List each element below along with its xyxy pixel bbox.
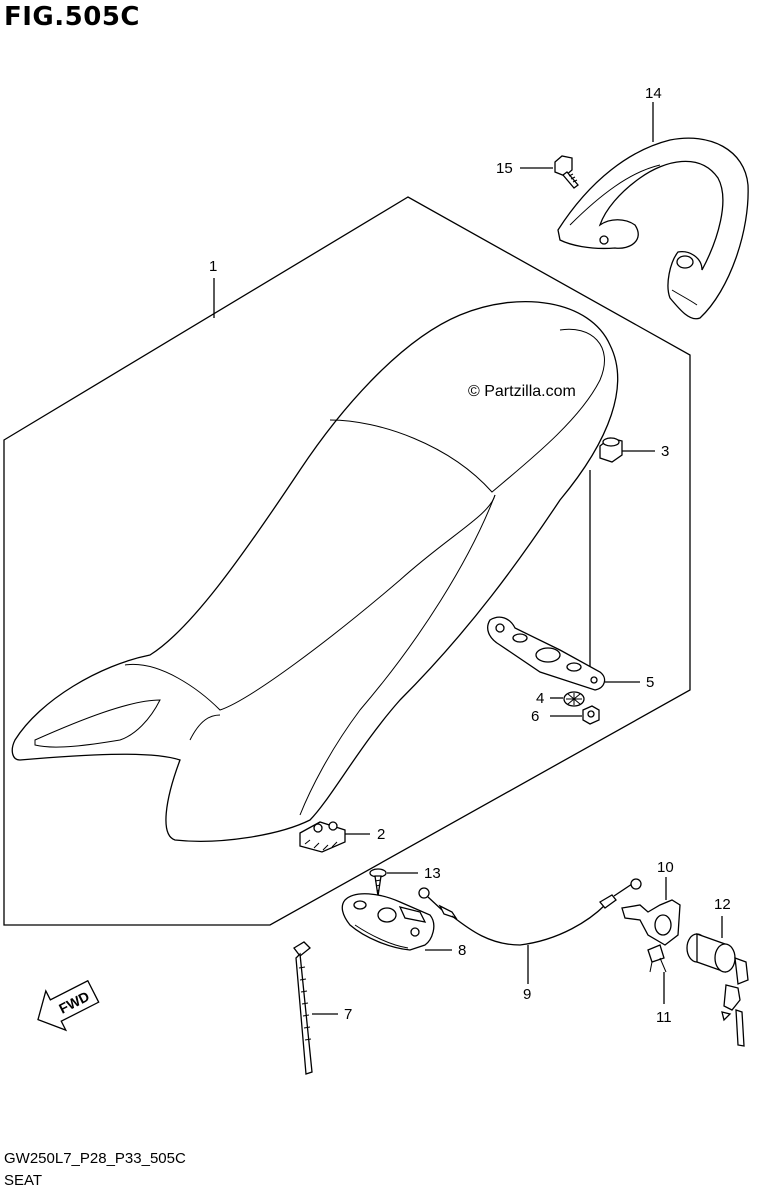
callout-15: 15	[496, 160, 513, 177]
lock-bracket-part	[621, 899, 681, 946]
callout-5: 5	[646, 674, 654, 691]
callout-14: 14	[645, 85, 662, 102]
figure-title: FIG.505C	[4, 2, 141, 32]
lock-cable-part	[418, 878, 642, 946]
watermark: © Partzilla.com	[468, 383, 576, 400]
callout-8: 8	[458, 942, 466, 959]
diagram-name: SEAT	[4, 1172, 43, 1189]
grab-rail-part	[557, 137, 749, 320]
hook-plate-part	[487, 616, 606, 691]
latch-part	[341, 893, 435, 951]
washer-part	[563, 691, 585, 707]
callout-3: 3	[661, 443, 669, 460]
callout-10: 10	[657, 859, 674, 876]
callout-11: 11	[656, 1009, 672, 1026]
lock-keys-part	[686, 933, 749, 1047]
clip-part	[647, 944, 667, 973]
callout-4: 4	[536, 690, 544, 707]
callout-2: 2	[377, 826, 385, 843]
diagram-code: GW250L7_P28_P33_505C	[4, 1150, 186, 1167]
bolt-part-15	[554, 155, 579, 189]
cable-tie-part	[293, 941, 313, 1075]
screw-part-13	[369, 868, 387, 897]
callout-9: 9	[523, 986, 531, 1003]
damper-part	[299, 821, 346, 853]
callout-12: 12	[714, 896, 731, 913]
seat-part	[11, 300, 619, 842]
cushion-part	[599, 437, 623, 463]
fwd-arrow-icon: FWD	[37, 979, 100, 1032]
nut-part	[582, 705, 600, 725]
callout-7: 7	[344, 1006, 352, 1023]
assembly-boundary	[3, 196, 691, 926]
callout-6: 6	[531, 708, 539, 725]
callout-13: 13	[424, 865, 441, 882]
callout-1: 1	[209, 258, 217, 275]
